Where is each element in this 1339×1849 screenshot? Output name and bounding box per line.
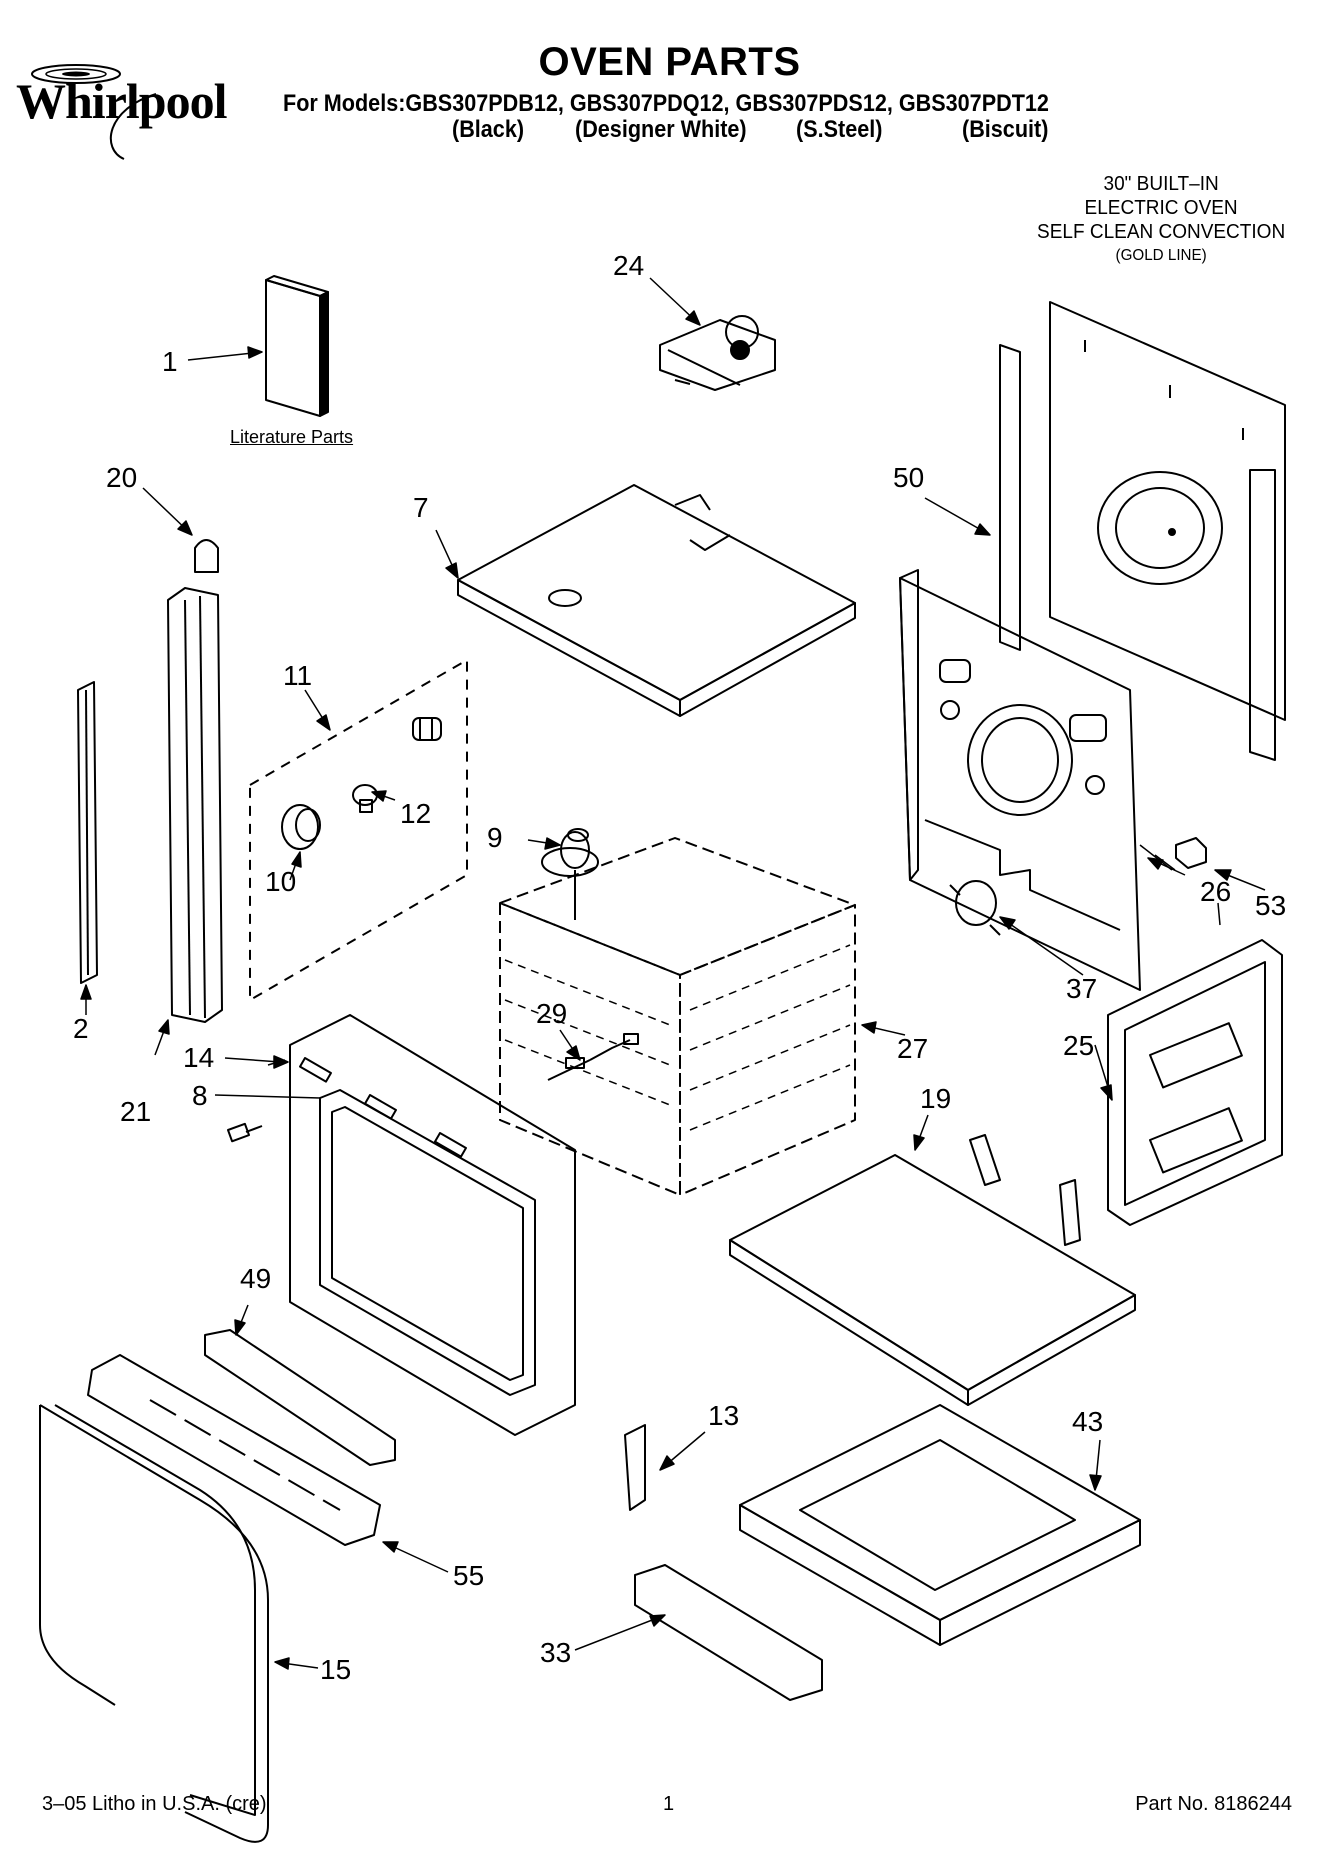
callout-13: 13 <box>708 1400 740 1431</box>
part-heat-shield <box>729 1134 1136 1406</box>
callout-14: 14 <box>183 1042 215 1073</box>
part-oven-liner <box>499 837 856 1196</box>
callout-33: 33 <box>540 1637 572 1668</box>
callout-37: 37 <box>1066 973 1098 1004</box>
callout-21: 21 <box>120 1096 152 1127</box>
part-rail <box>634 1564 823 1701</box>
part-bracket <box>624 1424 646 1511</box>
product-line-3: SELF CLEAN CONVECTION <box>1036 221 1285 243</box>
callout-50: 50 <box>893 462 925 493</box>
part-latch-motor <box>659 315 776 391</box>
part-vertical-trim-left <box>77 681 98 984</box>
callout-15: 15 <box>320 1654 352 1685</box>
whirlpool-swirl-icon <box>31 64 157 160</box>
callout-11: 11 <box>283 660 313 691</box>
part-screw <box>227 1122 263 1143</box>
part-front-frame <box>289 1014 576 1436</box>
leader-lines <box>80 277 1266 1670</box>
callout-55: 55 <box>453 1560 485 1591</box>
footer-part-number: Part No. 8186244 <box>1135 1793 1292 1815</box>
callout-1: 1 <box>162 346 178 377</box>
whirlpool-logo: Whirlpool <box>6 54 276 164</box>
part-base-tray <box>739 1404 1141 1646</box>
footer-litho: 3–05 Litho in U.S.A. (cre) <box>42 1793 267 1815</box>
callout-10: 10 <box>265 866 297 897</box>
part-trim-cap <box>194 539 219 573</box>
part-literature <box>265 275 329 417</box>
part-thermostat <box>949 880 1001 936</box>
page-title: OVEN PARTS <box>538 40 801 84</box>
finish-designer-white: (Designer White) <box>575 116 747 143</box>
finish-stainless: (S.Steel) <box>796 116 883 143</box>
part-probe <box>547 1033 639 1081</box>
finish-black: (Black) <box>452 116 525 143</box>
callout-27: 27 <box>897 1033 929 1064</box>
part-bulb <box>352 784 378 813</box>
part-convection-panel <box>899 569 1141 991</box>
product-description: 30" BUILT–IN ELECTRIC OVEN SELF CLEAN CO… <box>1037 172 1285 268</box>
callout-8: 8 <box>192 1080 208 1111</box>
part-socket <box>281 804 321 850</box>
callout-43: 43 <box>1072 1406 1104 1437</box>
callout-19: 19 <box>920 1083 952 1114</box>
part-lamp-assembly <box>412 717 442 741</box>
part-small-channel <box>204 1329 396 1466</box>
finish-biscuit: (Biscuit) <box>962 116 1049 143</box>
brand-wordmark: Whirlpool <box>16 73 227 129</box>
part-top-plate <box>457 484 856 717</box>
models-line: For Models:GBS307PDB12, GBS307PDQ12, GBS… <box>283 90 1049 117</box>
callout-20: 20 <box>106 462 138 493</box>
part-oven-liner-ribs <box>504 944 851 1131</box>
callout-2: 2 <box>73 1013 89 1044</box>
part-side-panel <box>1107 939 1283 1226</box>
callout-25: 25 <box>1063 1030 1095 1061</box>
callout-24: 24 <box>613 250 645 281</box>
product-line-1: 30" BUILT–IN <box>1103 173 1219 195</box>
callout-53: 53 <box>1255 890 1287 921</box>
callout-29: 29 <box>536 998 568 1029</box>
footer-page-number: 1 <box>663 1793 675 1815</box>
part-clip <box>1175 837 1207 869</box>
part-vent-channel <box>87 1354 381 1546</box>
callout-9: 9 <box>487 822 503 853</box>
literature-parts-label: Literature Parts <box>230 427 354 447</box>
part-vertical-channel <box>167 587 223 1023</box>
callout-49: 49 <box>240 1263 272 1294</box>
part-back-panel <box>999 301 1286 761</box>
callout-7: 7 <box>413 492 429 523</box>
callout-26: 26 <box>1200 876 1232 907</box>
part-gasket <box>39 1404 269 1843</box>
callout-12: 12 <box>400 798 432 829</box>
product-line-4: (GOLD LINE) <box>1115 247 1207 264</box>
part-kit-box <box>249 659 468 1001</box>
product-line-2: ELECTRIC OVEN <box>1084 197 1238 219</box>
